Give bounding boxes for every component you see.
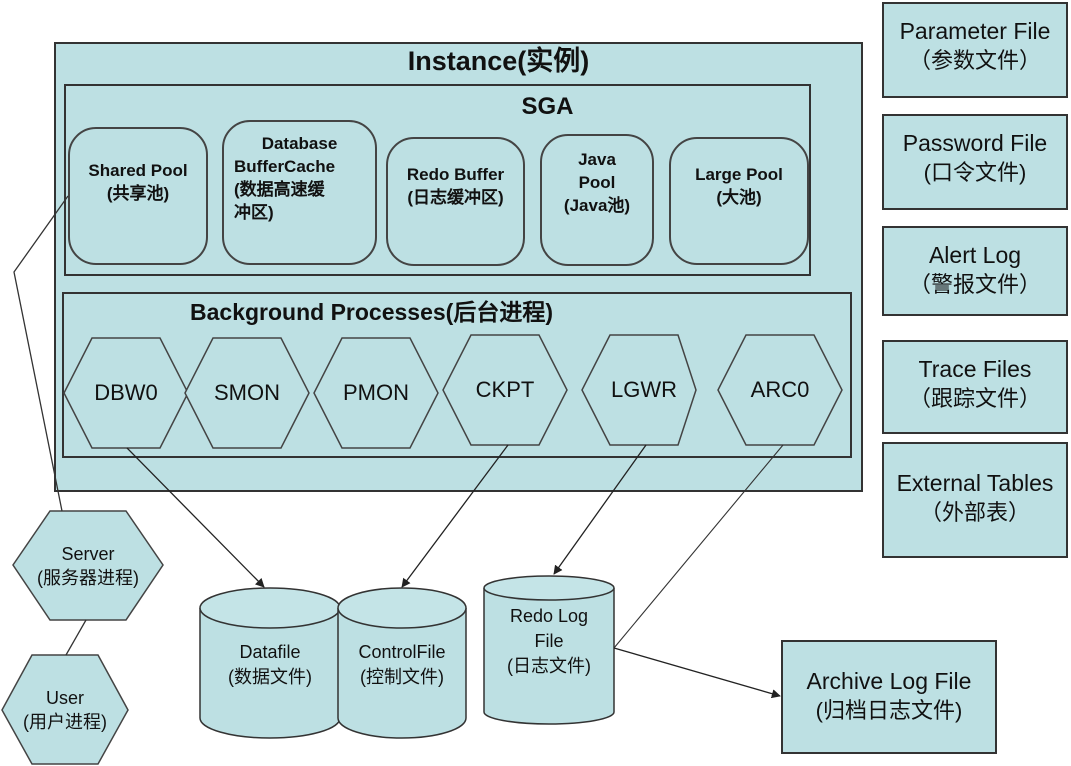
file-sublabel: （外部表） xyxy=(919,500,1030,525)
file-label: Alert Log xyxy=(928,242,1022,268)
pool-label: Database xyxy=(261,134,338,153)
file-sublabel: （跟踪文件） xyxy=(908,386,1041,411)
side-file-password: Password File (口令文件) xyxy=(882,114,1068,210)
pool-sublabel: (Java池) xyxy=(563,196,631,215)
redo-log-to-archive-arrow xyxy=(613,647,781,699)
pool-label: Shared Pool xyxy=(88,161,188,180)
file-sublabel: (控制文件) xyxy=(360,667,444,687)
file-label: Archive Log File xyxy=(806,668,972,694)
controlfile-label: ControlFile (控制文件) xyxy=(338,640,466,690)
file-sublabel: （参数文件） xyxy=(908,48,1041,73)
pool-sublabel: (数据高速缓 xyxy=(234,180,325,199)
file-label: Password File xyxy=(902,130,1048,156)
pool-shared: Shared Pool (共享池) xyxy=(68,127,208,265)
user-process-label: User (用户进程) xyxy=(2,686,128,734)
server-label: Server xyxy=(61,544,115,564)
process-label-dbw0: DBW0 xyxy=(94,380,158,405)
file-label: ControlFile xyxy=(358,642,446,662)
redo-log-file-label: Redo Log File (日志文件) xyxy=(484,604,614,679)
pool-sublabel: (大池) xyxy=(716,188,762,207)
user-sublabel: (用户进程) xyxy=(23,712,107,732)
process-label-smon: SMON xyxy=(214,380,280,405)
pool-label: Large Pool xyxy=(695,165,783,184)
server-sublabel: (服务器进程) xyxy=(37,568,139,588)
user-label: User xyxy=(45,688,84,708)
server-to-user-line xyxy=(65,619,87,656)
pool-label: Pool xyxy=(578,173,616,192)
side-file-parameter: Parameter File （参数文件） xyxy=(882,2,1068,98)
pool-large: Large Pool (大池) xyxy=(669,137,809,265)
pool-sublabel: (日志缓冲区) xyxy=(407,188,504,207)
side-file-trace: Trace Files （跟踪文件） xyxy=(882,340,1068,434)
background-processes-title: Background Processes(后台进程) xyxy=(190,299,553,325)
instance-title: Instance(实例) xyxy=(407,46,590,76)
file-sublabel: （警报文件） xyxy=(908,272,1041,297)
datafile-label: Datafile (数据文件) xyxy=(200,640,340,690)
file-label: Parameter File xyxy=(899,18,1051,44)
process-label-arc0: ARC0 xyxy=(750,377,810,402)
background-processes-box: Background Processes(后台进程) xyxy=(62,292,852,458)
process-label-lgwr: LGWR xyxy=(611,377,677,402)
pool-redo-buffer: Redo Buffer (日志缓冲区) xyxy=(386,137,525,266)
file-label: Trace Files xyxy=(918,356,1032,382)
pool-label: Redo Buffer xyxy=(406,165,505,184)
pool-buffer-cache: Database BufferCache (数据高速缓 冲区) xyxy=(222,120,377,265)
archive-log-file-box: Archive Log File (归档日志文件) xyxy=(781,640,997,754)
side-file-external-tables: External Tables （外部表） xyxy=(882,442,1068,558)
file-label: External Tables xyxy=(896,470,1054,496)
pool-label: Java xyxy=(578,150,616,169)
file-label: Datafile xyxy=(239,642,301,662)
sga-title: SGA xyxy=(521,93,574,120)
file-sublabel: (数据文件) xyxy=(228,667,312,687)
file-label: Redo Log xyxy=(509,606,589,626)
process-label-ckpt: CKPT xyxy=(475,377,535,402)
file-sublabel: (日志文件) xyxy=(507,656,591,676)
pool-sublabel: (共享池) xyxy=(106,184,170,203)
side-file-alert-log: Alert Log （警报文件） xyxy=(882,226,1068,316)
server-process-label: Server (服务器进程) xyxy=(13,542,163,590)
file-label: File xyxy=(534,631,564,651)
pool-java: Java Pool (Java池) xyxy=(540,134,654,266)
process-label-pmon: PMON xyxy=(343,380,409,405)
file-sublabel: (归档日志文件) xyxy=(815,698,963,723)
pool-label: BufferCache xyxy=(234,157,336,176)
pool-sublabel: 冲区) xyxy=(234,203,274,222)
file-sublabel: (口令文件) xyxy=(923,160,1027,185)
